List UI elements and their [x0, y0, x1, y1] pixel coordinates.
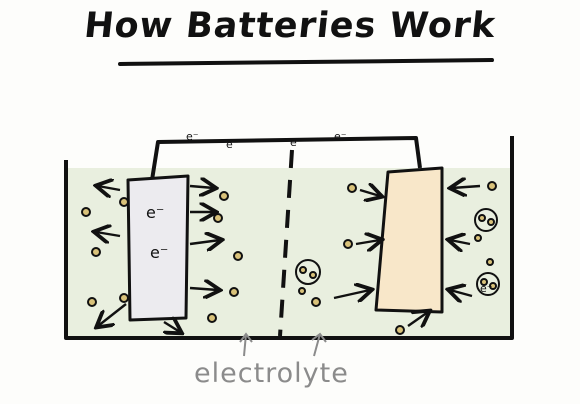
cluster-ion — [474, 234, 482, 242]
arrow — [450, 240, 471, 244]
arrow — [96, 232, 121, 236]
anode-electrons: e⁻ e⁻ — [146, 203, 168, 262]
arrow — [98, 303, 127, 326]
ion — [119, 293, 129, 303]
arrow — [452, 186, 481, 188]
arrow — [189, 240, 220, 244]
ion — [233, 251, 243, 261]
arrow — [355, 240, 380, 244]
ion — [207, 313, 217, 323]
anode-right-arrows — [164, 186, 220, 332]
ion — [395, 325, 405, 335]
pointer-arrow-right — [311, 332, 327, 357]
electrolyte-ions — [207, 191, 405, 335]
cluster-ion — [299, 266, 307, 274]
cluster-ion — [298, 287, 306, 295]
arrow — [359, 190, 380, 196]
ion — [91, 247, 101, 257]
cathode-arrows — [333, 186, 481, 326]
cluster-ion — [478, 214, 486, 222]
ion — [81, 207, 91, 217]
ion — [343, 239, 353, 249]
external-wire — [150, 136, 422, 181]
cluster-ion — [486, 258, 494, 266]
wire-electron-3: e⁻ — [290, 136, 303, 149]
anode-electron-1: e⁻ — [146, 203, 164, 222]
cluster-electron: e⁻ — [480, 282, 493, 295]
ion — [229, 287, 239, 297]
wire-electrons: e⁻ e⁻ e⁻ e⁻ — [186, 130, 347, 151]
cathode-electrode — [374, 166, 444, 314]
wire-electron-2: e⁻ — [226, 138, 239, 151]
arrow — [450, 290, 473, 296]
ion — [347, 183, 357, 193]
cluster-outline — [295, 259, 321, 285]
anode-electron-2: e⁻ — [150, 243, 168, 262]
ion — [487, 181, 497, 191]
arrow — [98, 186, 121, 190]
cluster-ion — [480, 278, 488, 286]
cluster-ion — [489, 282, 497, 290]
anode-electrode — [126, 174, 190, 322]
arrow — [333, 290, 370, 298]
arrow — [164, 322, 180, 332]
ion-cluster-right-bottom — [476, 258, 500, 296]
separator-membrane — [278, 149, 294, 337]
anode-left-ions — [81, 197, 129, 307]
ion — [219, 191, 229, 201]
pointer-arrow-left — [239, 332, 253, 357]
ion-cluster-center — [295, 259, 321, 295]
ion-cluster-right-top — [474, 208, 498, 242]
ion — [213, 213, 223, 223]
wire-electron-4: e⁻ — [334, 130, 347, 143]
ion — [119, 197, 129, 207]
cluster-ion — [487, 218, 495, 226]
cluster-ion — [309, 271, 317, 279]
electrolyte-label: electrolyte — [194, 358, 349, 389]
electrolyte-pointers — [239, 332, 327, 357]
anode-left-arrows — [96, 186, 127, 326]
battery-container — [64, 136, 514, 340]
cluster-outline — [474, 208, 498, 232]
wire-electron-1: e⁻ — [186, 130, 199, 143]
arrow — [189, 288, 218, 290]
arrow — [407, 312, 428, 326]
cluster-outline — [476, 272, 500, 296]
arrow — [189, 186, 214, 188]
ion — [87, 297, 97, 307]
cathode-ions — [343, 181, 497, 249]
ion — [311, 297, 321, 307]
